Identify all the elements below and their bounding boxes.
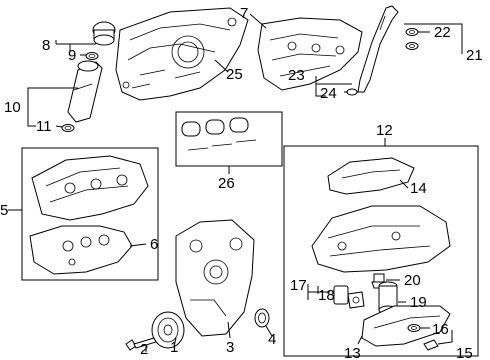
filler-seal-part bbox=[85, 52, 99, 60]
leader-1 bbox=[173, 337, 177, 347]
callout-7: 7 bbox=[240, 5, 248, 22]
leader-21 bbox=[404, 23, 463, 54]
callout-12: 12 bbox=[376, 122, 393, 139]
leader-4 bbox=[265, 325, 273, 337]
callout-22: 22 bbox=[434, 24, 451, 41]
callout-5: 5 bbox=[0, 202, 8, 219]
pulley-bolt-part bbox=[125, 337, 157, 351]
callout-13: 13 bbox=[344, 345, 361, 360]
cover-gasket-part bbox=[29, 225, 133, 275]
callout-1: 1 bbox=[170, 339, 178, 356]
callout-19: 19 bbox=[410, 294, 427, 311]
callout-21: 21 bbox=[466, 47, 483, 64]
timing-cover-part bbox=[175, 219, 255, 337]
leader-3 bbox=[227, 321, 231, 339]
oil-filler-tube-part bbox=[67, 60, 103, 123]
valve-cover-part bbox=[257, 17, 363, 91]
callout-4: 4 bbox=[268, 331, 276, 348]
dipstick-tube-part bbox=[357, 5, 399, 93]
callout-14: 14 bbox=[410, 180, 427, 197]
cover-box bbox=[21, 147, 159, 281]
leader-17 bbox=[307, 284, 330, 300]
callout-25: 25 bbox=[226, 66, 243, 83]
intake-gasket-set-part bbox=[181, 117, 257, 151]
callout-23: 23 bbox=[288, 67, 305, 84]
leader-11 bbox=[55, 125, 63, 128]
crankshaft-pulley-part bbox=[151, 311, 185, 349]
leader-6 bbox=[129, 243, 147, 247]
callout-6: 6 bbox=[150, 236, 158, 253]
upper-oil-pan-part bbox=[311, 205, 451, 273]
leader-10-lower bbox=[27, 106, 36, 127]
dipstick-seal-lower-part bbox=[405, 42, 419, 50]
oil-pan-baffle-part bbox=[327, 157, 415, 195]
leader-25 bbox=[214, 59, 229, 73]
callout-17: 17 bbox=[290, 277, 307, 294]
callout-11: 11 bbox=[36, 118, 52, 135]
pan-drain-plug-part bbox=[423, 339, 439, 351]
leader-15 bbox=[437, 330, 453, 345]
leader-10 bbox=[27, 87, 78, 106]
callout-9: 9 bbox=[68, 47, 76, 64]
callout-8: 8 bbox=[42, 37, 50, 54]
cylinder-head-cover-part bbox=[31, 155, 149, 221]
callout-26: 26 bbox=[218, 175, 235, 192]
callout-10: 10 bbox=[4, 99, 21, 116]
leader-7 bbox=[249, 13, 267, 29]
lower-oil-pan-part bbox=[361, 305, 451, 347]
callout-20: 20 bbox=[404, 272, 421, 289]
tube-seal-part bbox=[61, 124, 75, 132]
oil-pressure-sensor-part bbox=[333, 285, 365, 309]
pan-plug-gasket-part bbox=[407, 324, 421, 332]
callout-15: 15 bbox=[456, 345, 473, 360]
leader-13 bbox=[357, 335, 363, 345]
callout-24: 24 bbox=[320, 85, 337, 102]
front-seal-part bbox=[254, 308, 270, 328]
leader-23-lower bbox=[315, 84, 326, 97]
gasket-box bbox=[175, 111, 283, 167]
callout-3: 3 bbox=[226, 339, 234, 356]
leader-8 bbox=[56, 43, 96, 52]
tube-bracket-seal-part bbox=[346, 88, 358, 96]
callout-2: 2 bbox=[140, 341, 148, 358]
dipstick-seal-upper-part bbox=[405, 28, 419, 36]
callout-16: 16 bbox=[432, 321, 449, 338]
oil-filler-cap-part bbox=[92, 21, 116, 46]
oil-pan-box bbox=[283, 145, 479, 357]
leader-14 bbox=[399, 179, 409, 189]
callout-18: 18 bbox=[318, 287, 335, 304]
intake-manifold-part bbox=[115, 7, 249, 101]
